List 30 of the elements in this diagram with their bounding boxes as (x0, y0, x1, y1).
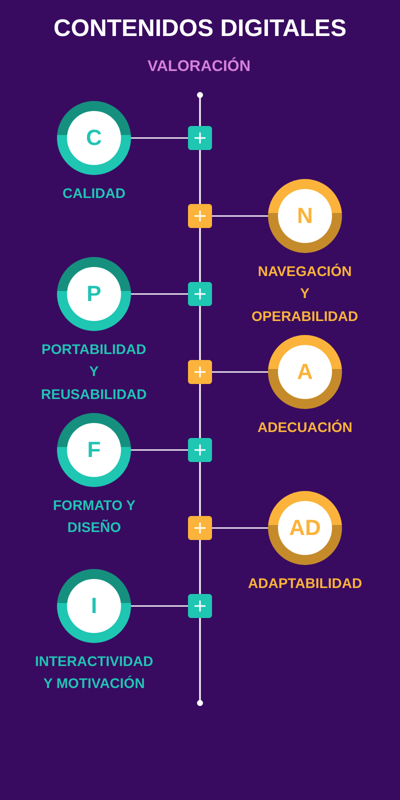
plus-icon (188, 282, 212, 306)
circle-letter: N (297, 204, 313, 228)
circle-letter: F (87, 438, 101, 462)
circle-letter: C (86, 126, 102, 150)
connector-line (212, 215, 268, 217)
connector-line (131, 293, 188, 295)
circle-letter: I (90, 594, 98, 618)
caption-text: ADECUACIÓN (258, 418, 352, 437)
plus-icon (188, 204, 212, 228)
connector-line (131, 449, 188, 451)
connector-line (131, 137, 188, 139)
plus-icon (188, 594, 212, 618)
caption-text: ADAPTABILIDAD (248, 574, 362, 593)
title: CONTENIDOS DIGITALES (52, 14, 348, 44)
connector-line (212, 371, 268, 373)
plus-icon (188, 360, 212, 384)
plus-icon (188, 516, 212, 540)
plus-icon (188, 126, 212, 150)
circle-letter: AD (289, 516, 321, 540)
caption-text: INTERACTIVIDAD Y MOTIVACIÓN (35, 652, 154, 694)
circle-letter: P (86, 282, 102, 306)
connector-line (131, 605, 188, 607)
subtitle-text: VALORACIÓN (148, 57, 251, 77)
caption-text: CALIDAD (62, 184, 126, 203)
caption-text: PORTABILIDAD Y REUSABILIDAD (41, 340, 147, 404)
connector-line (212, 527, 268, 529)
circle-letter: A (297, 360, 313, 384)
caption-text: FORMATO Y DISEÑO (53, 496, 136, 538)
caption-text: NAVEGACIÓN Y OPERABILIDAD (252, 262, 358, 326)
plus-icon (188, 438, 212, 462)
